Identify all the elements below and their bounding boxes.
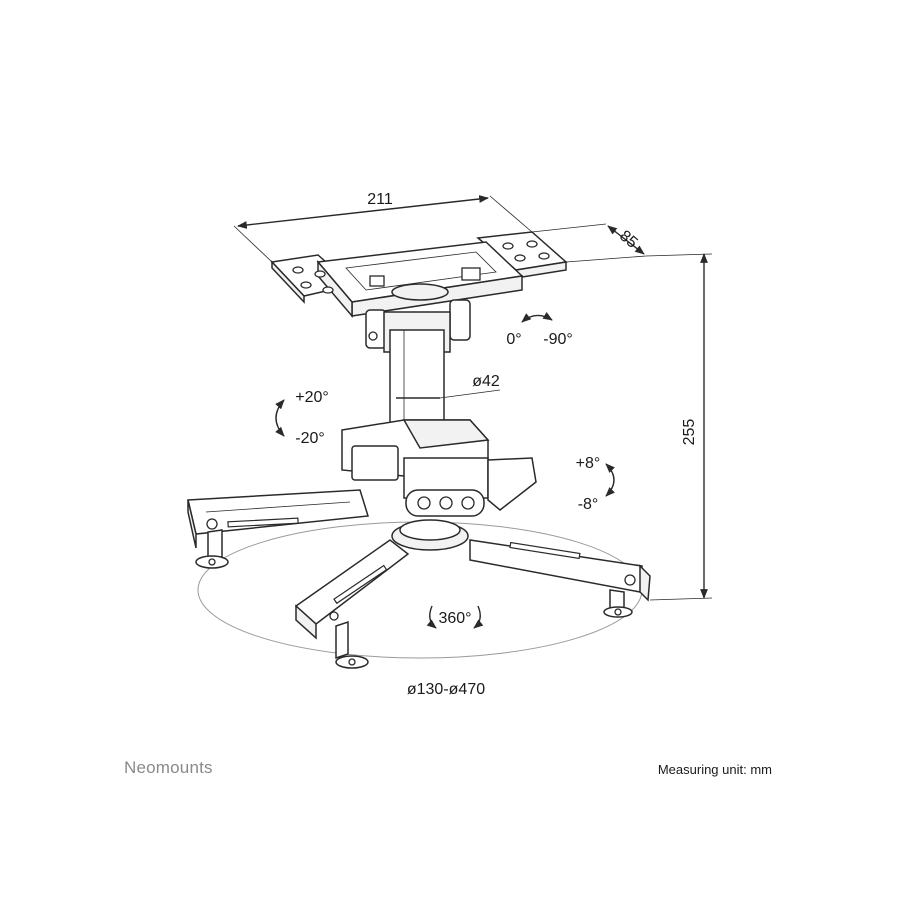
rotate-arrow-icon	[521, 312, 553, 323]
height-dimension: 255	[645, 253, 713, 601]
pole-diameter-label: ø42	[472, 373, 500, 390]
arm-left	[187, 489, 369, 569]
swivel-plus-label: +8°	[576, 455, 601, 472]
arm-front	[294, 539, 410, 669]
tilt-minus-label: -20°	[295, 430, 325, 447]
tilt-arrow-icon	[275, 399, 285, 437]
height-label: 255	[681, 419, 698, 446]
width-label: 211	[367, 191, 393, 208]
measuring-unit-note: Measuring unit: mm	[657, 762, 772, 777]
ceiling-plate	[270, 231, 568, 319]
rotation-360-icon	[426, 605, 484, 629]
width-dimension: 211	[233, 191, 533, 263]
rotate-end-label: -90°	[543, 331, 573, 348]
swivel-arrow-icon	[605, 463, 616, 497]
swivel-minus-label: -8°	[578, 496, 599, 513]
rotation-label: 360°	[438, 610, 471, 627]
arm-right	[469, 539, 651, 618]
swivel-head	[341, 419, 537, 551]
brand-logo-text: Neomounts	[124, 758, 213, 777]
rotate-start-label: 0°	[506, 331, 521, 348]
tilt-plus-label: +20°	[295, 389, 329, 406]
bracket-range-label: ø130-ø470	[407, 681, 485, 698]
